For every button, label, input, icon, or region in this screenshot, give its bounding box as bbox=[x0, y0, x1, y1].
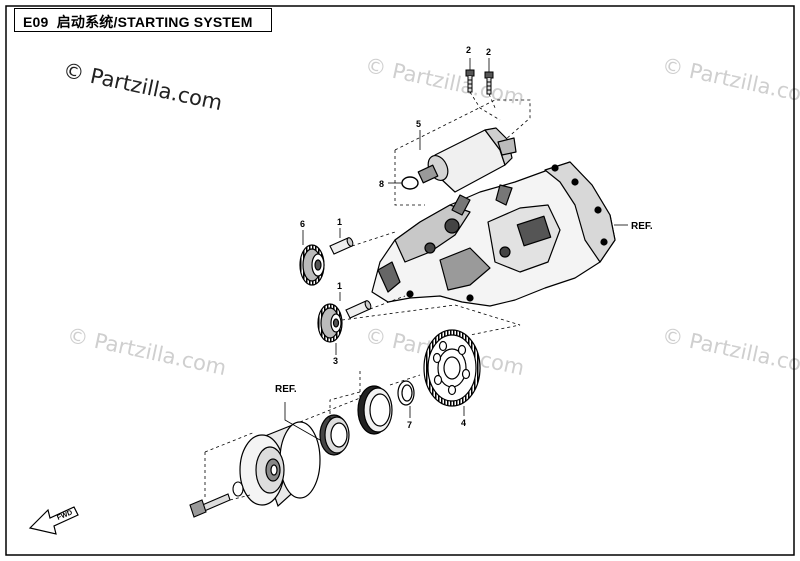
callout-o-ring: 8 bbox=[379, 179, 384, 189]
callout-shaft-lower: 1 bbox=[337, 281, 342, 291]
starter-gear-part bbox=[423, 329, 481, 407]
callout-idle-gear-upper: 6 bbox=[300, 219, 305, 229]
idle-gear-lower-part bbox=[317, 303, 343, 343]
fwd-direction-arrow: FWD bbox=[28, 506, 79, 535]
idle-gear-upper-part bbox=[299, 244, 325, 286]
callout-bolt-left: 2 bbox=[466, 45, 471, 55]
outer-border bbox=[5, 5, 795, 556]
diagram-name: 启动系统/STARTING SYSTEM bbox=[56, 14, 253, 30]
ref-flywheel-label: REF. bbox=[275, 384, 297, 395]
ref-crankcase-label: REF. bbox=[631, 221, 653, 232]
clutch-outer-ring-part bbox=[357, 385, 393, 435]
washer-part bbox=[397, 380, 415, 406]
bolt-left-part bbox=[465, 69, 475, 93]
crankcase-ref-part bbox=[371, 161, 616, 307]
flywheel-ref-part bbox=[239, 421, 321, 508]
shaft-upper-part bbox=[329, 237, 354, 255]
bolt-right-part bbox=[484, 71, 494, 95]
leader-lines bbox=[204, 58, 628, 501]
flywheel-bolt-part bbox=[189, 481, 244, 518]
shaft-lower-part bbox=[345, 300, 372, 319]
callout-starter-motor: 5 bbox=[416, 119, 421, 129]
callout-bolt-right: 2 bbox=[486, 47, 491, 57]
o-ring-part bbox=[401, 176, 419, 190]
title-box: E09 启动系统/STARTING SYSTEM bbox=[14, 8, 272, 32]
callout-washer: 7 bbox=[407, 420, 412, 430]
diagram-title: E09 启动系统/STARTING SYSTEM bbox=[23, 12, 253, 32]
starter-motor-part bbox=[417, 127, 517, 193]
callout-idle-gear-lower: 3 bbox=[333, 356, 338, 366]
callout-shaft-upper: 1 bbox=[337, 217, 342, 227]
one-way-clutch-part bbox=[319, 414, 350, 456]
diagram-code: E09 bbox=[23, 14, 49, 30]
callout-starter-gear: 4 bbox=[461, 418, 466, 428]
